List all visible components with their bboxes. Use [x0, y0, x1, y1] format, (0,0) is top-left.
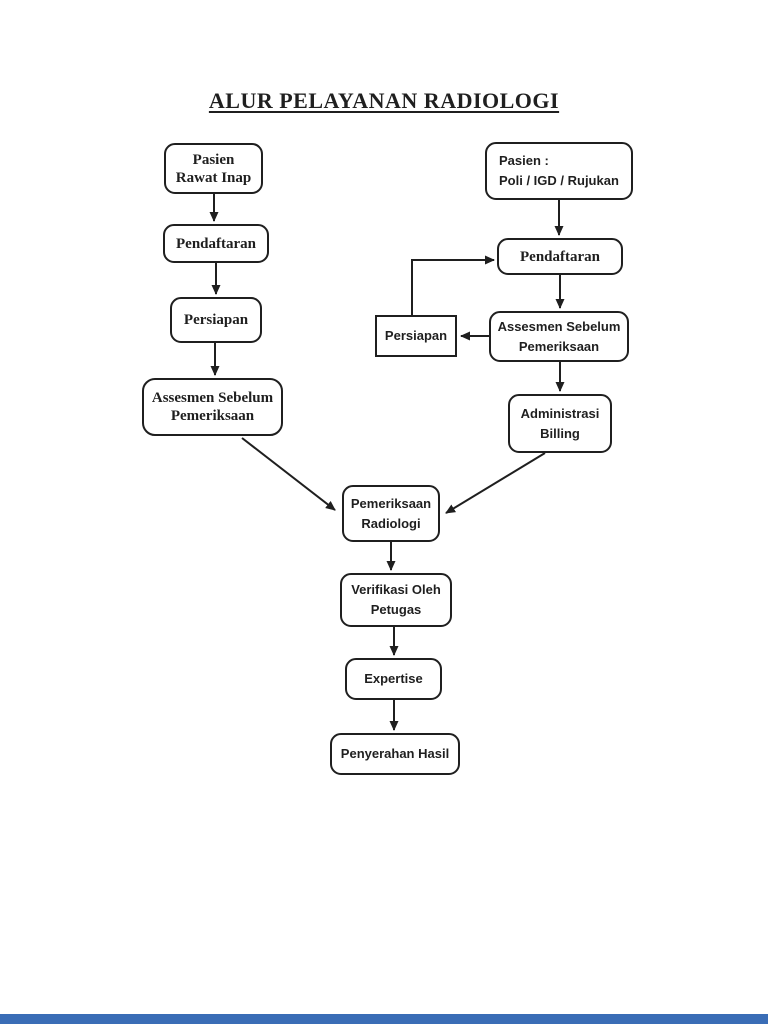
node-expertise: Expertise — [345, 658, 442, 700]
arrow-assesmen-left-to-pemeriksaan — [241, 437, 336, 511]
arrow-administrasi-to-pemeriksaan — [445, 452, 546, 514]
node-persiapan-left: Persiapan — [170, 297, 262, 343]
node-assesmen-left: Assesmen Sebelum Pemeriksaan — [142, 378, 283, 436]
node-pemeriksaan-radiologi: Pemeriksaan Radiologi — [342, 485, 440, 542]
node-label-line: Assesmen Sebelum — [151, 390, 274, 406]
node-label-line: Pasien : — [499, 153, 549, 168]
node-label-line: Penyerahan Hasil — [340, 746, 450, 761]
node-pendaftaran-left: Pendaftaran — [163, 224, 269, 263]
node-label-line: Verifikasi Oleh — [351, 582, 441, 597]
node-label-line: Pendaftaran — [176, 235, 256, 252]
arrow-persiapan-to-pendaftaran-loop — [411, 255, 495, 315]
node-penyerahan-hasil: Penyerahan Hasil — [330, 733, 460, 775]
node-label-line: Pemeriksaan — [170, 408, 255, 424]
node-label-line: Rawat Inap — [175, 169, 252, 186]
page-title: ALUR PELAYANAN RADIOLOGI — [208, 88, 560, 113]
node-administrasi-billing: Administrasi Billing — [508, 394, 612, 453]
node-verifikasi-oleh-petugas: Verifikasi Oleh Petugas — [340, 573, 452, 627]
node-pasien-rawat-inap: Pasien Rawat Inap — [164, 143, 263, 194]
node-assesmen-right: Assesmen Sebelum Pemeriksaan — [489, 311, 629, 362]
node-label-line: Pemeriksaan — [518, 338, 600, 354]
node-label-line: Pasien — [192, 151, 235, 168]
node-pasien-poli-igd-rujukan: Pasien : Poli / IGD / Rujukan — [485, 142, 633, 200]
node-label-line: Expertise — [364, 671, 423, 686]
node-label-line: Petugas — [370, 602, 422, 617]
node-label-line: Billing — [540, 425, 580, 441]
node-label-line: Poli / IGD / Rujukan — [499, 173, 619, 188]
node-label-line: Administrasi — [520, 405, 600, 421]
node-persiapan-right: Persiapan — [375, 315, 457, 357]
viewer-bottom-bar — [0, 1014, 768, 1024]
node-label-line: Pendaftaran — [520, 248, 600, 265]
node-label-line: Persiapan — [183, 312, 249, 328]
node-label-line: Pemeriksaan — [350, 495, 432, 511]
node-label-line: Persiapan — [384, 328, 448, 343]
node-pendaftaran-right: Pendaftaran — [497, 238, 623, 275]
node-label-line: Radiologi — [361, 515, 421, 531]
node-label-line: Assesmen Sebelum — [497, 318, 621, 334]
